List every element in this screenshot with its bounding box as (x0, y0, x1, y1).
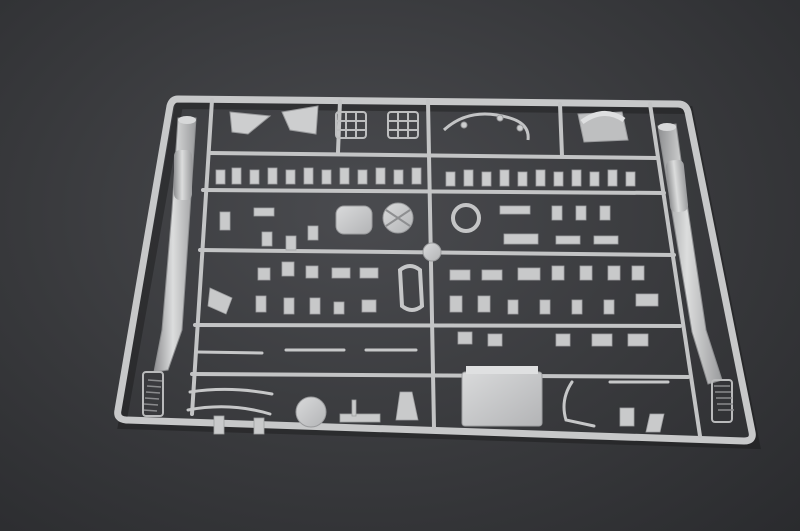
large-plate-part (461, 366, 543, 427)
round-hatch-parts (295, 202, 481, 428)
mesh-grille-left (335, 111, 367, 139)
frame-shadow (117, 100, 761, 450)
left-gun-barrel (142, 116, 197, 417)
small-parts-row-1 (215, 167, 636, 187)
sprue-frame (114, 95, 756, 445)
right-gun-barrel (657, 123, 734, 423)
mesh-grille-right (387, 111, 419, 139)
small-parts-row-2 (219, 205, 619, 251)
small-parts-row-3 (207, 261, 645, 315)
small-parts-row-4 (255, 293, 659, 347)
bottom-misc-parts (213, 391, 665, 435)
long-rods (186, 348, 670, 428)
sprue-runners (190, 98, 702, 438)
top-row-parts (229, 105, 629, 143)
